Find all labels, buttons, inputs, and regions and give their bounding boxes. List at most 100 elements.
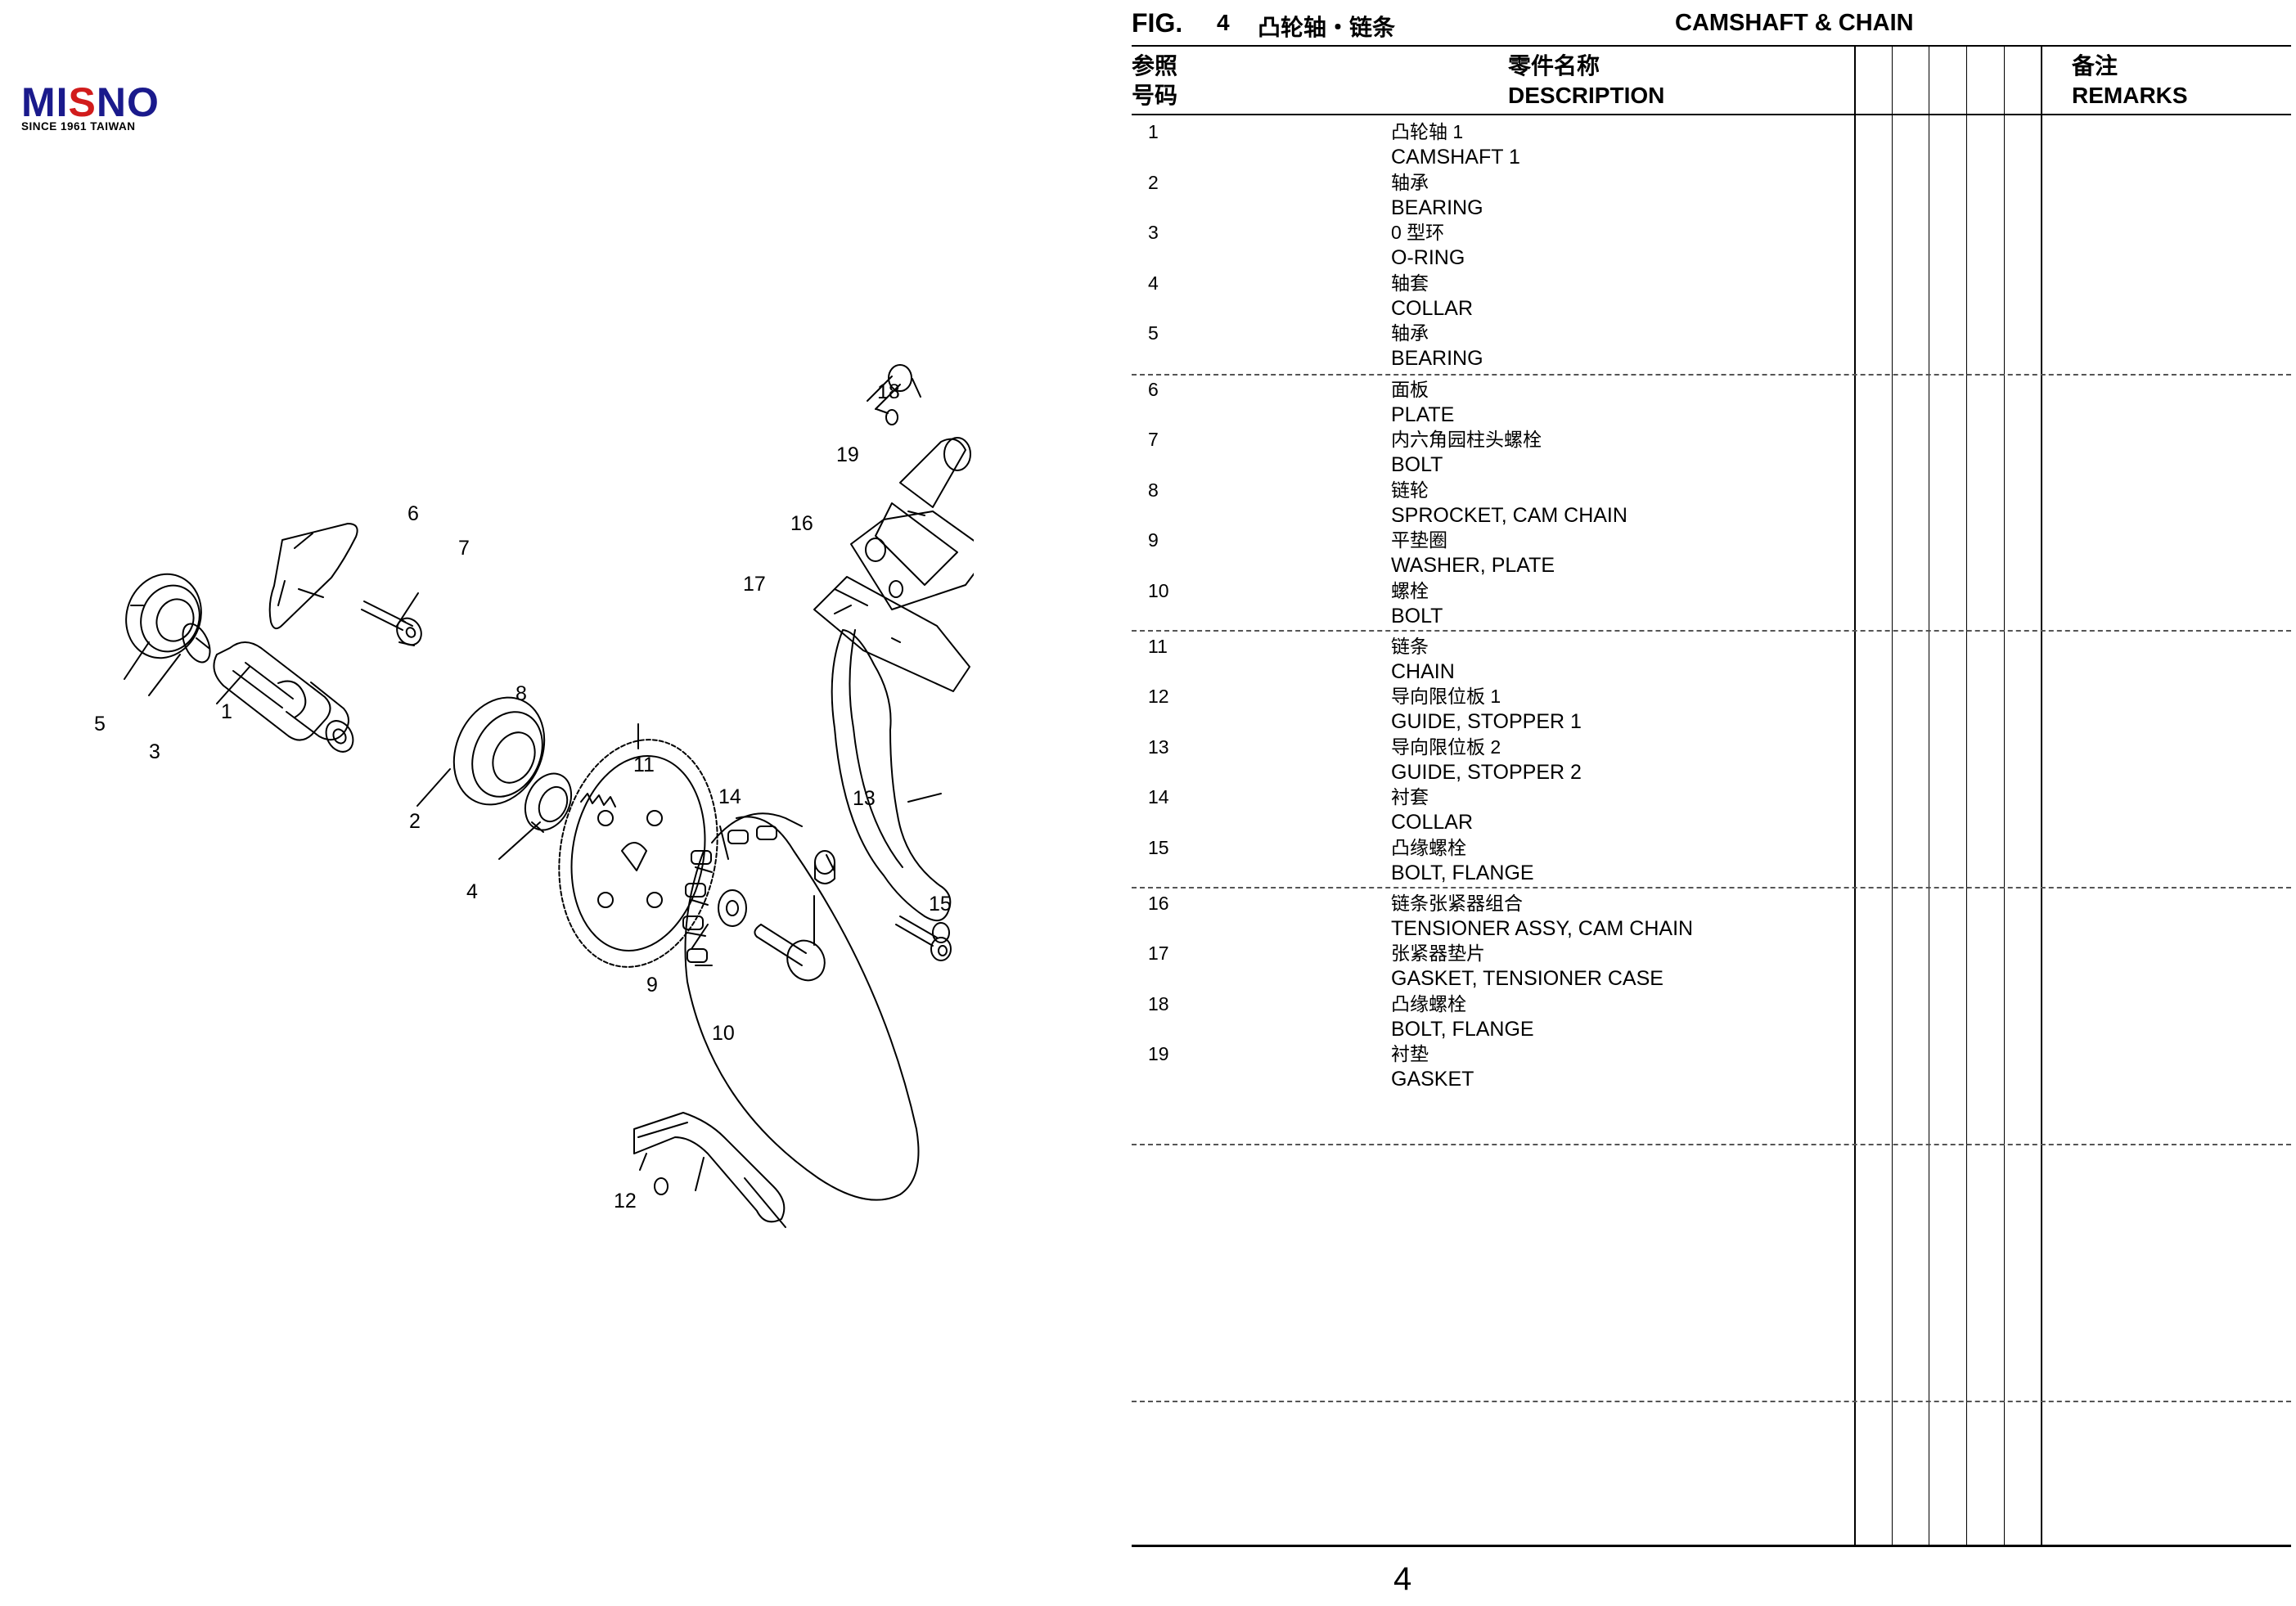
description-en: GUIDE, STOPPER 1 bbox=[1391, 710, 1582, 733]
description-cn: 凸轮轴 1 bbox=[1391, 121, 1464, 142]
ref-number: 2 bbox=[1148, 172, 1159, 193]
callout-15: 15 bbox=[929, 893, 952, 915]
column-divider bbox=[1892, 45, 1893, 1546]
description-en: BOLT, FLANGE bbox=[1391, 1018, 1534, 1041]
description-en: BOLT, FLANGE bbox=[1391, 861, 1534, 884]
table-row: 7 内六角园柱头螺栓 BOLT bbox=[1132, 427, 2291, 478]
description-cn: 凸缘螺栓 bbox=[1391, 993, 1466, 1014]
part-camshaft-1 bbox=[213, 641, 354, 753]
table-row: 1 凸轮轴 1 CAMSHAFT 1 bbox=[1132, 119, 2291, 170]
description-en: BEARING bbox=[1391, 196, 1483, 219]
ref-number: 4 bbox=[1148, 272, 1159, 294]
description-cn: 轴套 bbox=[1391, 272, 1429, 294]
exploded-parts-diagram: 1 2 3 4 5 6 7 8 9 10 11 12 13 14 15 16 1… bbox=[94, 364, 974, 1228]
description-en: SPROCKET, CAM CHAIN bbox=[1391, 504, 1627, 527]
col-ref-header: 参照 号码 bbox=[1132, 53, 1178, 108]
ref-number: 8 bbox=[1148, 479, 1159, 501]
col-description-header: 零件名称 DESCRIPTION bbox=[1508, 53, 1665, 108]
page-number: 4 bbox=[1393, 1561, 1412, 1597]
callout-12: 12 bbox=[614, 1190, 637, 1212]
description-cn: 链条 bbox=[1391, 636, 1429, 657]
callout-14: 14 bbox=[718, 785, 741, 808]
description-en: BOLT bbox=[1391, 605, 1443, 628]
table-bottom-rule bbox=[1132, 1545, 2291, 1547]
callout-3: 3 bbox=[149, 740, 160, 763]
description-en: COLLAR bbox=[1391, 297, 1474, 320]
part-bolt-15 bbox=[895, 915, 952, 961]
callout-9: 9 bbox=[646, 974, 658, 996]
ref-number: 18 bbox=[1148, 993, 1169, 1014]
part-washer-9 bbox=[718, 889, 747, 927]
column-divider bbox=[2004, 45, 2005, 1546]
logo-tagline: SINCE 1961 TAIWAN bbox=[21, 120, 136, 133]
ref-number: 10 bbox=[1148, 580, 1169, 601]
table-row: 5 轴承 BEARING bbox=[1132, 321, 2291, 371]
ref-number: 19 bbox=[1148, 1043, 1169, 1064]
callout-13: 13 bbox=[853, 787, 876, 810]
fig-number: 4 bbox=[1217, 10, 1230, 35]
description-cn: 张紧器垫片 bbox=[1391, 942, 1485, 964]
table-row: 9 平垫圈 WASHER, PLATE bbox=[1132, 528, 2291, 578]
description-cn: 平垫圈 bbox=[1391, 529, 1447, 551]
table-header-rule bbox=[1132, 114, 2291, 115]
description-en: CAMSHAFT 1 bbox=[1391, 146, 1520, 169]
description-cn: 凸缘螺栓 bbox=[1391, 837, 1466, 858]
callout-2: 2 bbox=[409, 810, 421, 833]
ref-number: 1 bbox=[1148, 121, 1159, 142]
part-plate-6 bbox=[268, 523, 358, 630]
description-en: WASHER, PLATE bbox=[1391, 554, 1555, 577]
table-row: 12 导向限位板 1 GUIDE, STOPPER 1 bbox=[1132, 684, 2291, 735]
description-cn: 0 型环 bbox=[1391, 222, 1445, 243]
callout-16: 16 bbox=[790, 512, 813, 535]
description-en: COLLAR bbox=[1391, 811, 1474, 834]
description-en: GUIDE, STOPPER 2 bbox=[1391, 761, 1582, 784]
table-row: 10 螺栓 BOLT bbox=[1132, 578, 2291, 629]
group-separator bbox=[1132, 1401, 2291, 1402]
description-en: TENSIONER ASSY, CAM CHAIN bbox=[1391, 917, 1694, 940]
table-top-rule bbox=[1132, 45, 2291, 47]
table-row: 3 0 型环 O-RING bbox=[1132, 220, 2291, 271]
description-cn: 内六角园柱头螺栓 bbox=[1391, 429, 1542, 450]
table-row: 6 面板 PLATE bbox=[1132, 377, 2291, 428]
description-cn: 螺栓 bbox=[1391, 580, 1429, 601]
ref-number: 16 bbox=[1148, 893, 1169, 914]
description-en: CHAIN bbox=[1391, 660, 1455, 683]
description-en: GASKET bbox=[1391, 1068, 1474, 1091]
group-separator bbox=[1132, 887, 2291, 888]
ref-number: 13 bbox=[1148, 736, 1169, 758]
callout-11: 11 bbox=[633, 754, 655, 776]
callout-4: 4 bbox=[466, 880, 478, 903]
description-cn: 导向限位板 1 bbox=[1391, 686, 1501, 707]
description-cn: 衬垫 bbox=[1391, 1043, 1429, 1064]
table-row: 15 凸缘螺栓 BOLT, FLANGE bbox=[1132, 835, 2291, 886]
callout-8: 8 bbox=[515, 682, 527, 705]
logo-wordmark: MISNO bbox=[21, 79, 160, 125]
ref-number: 14 bbox=[1148, 786, 1169, 807]
description-cn: 轴承 bbox=[1391, 322, 1429, 344]
part-bolt-7 bbox=[361, 601, 422, 646]
table-row: 13 导向限位板 2 GUIDE, STOPPER 2 bbox=[1132, 735, 2291, 785]
description-cn: 面板 bbox=[1391, 379, 1429, 400]
column-divider bbox=[1854, 45, 1856, 1546]
part-collar-4 bbox=[524, 772, 573, 833]
ref-number: 12 bbox=[1148, 686, 1169, 707]
description-cn: 链条张紧器组合 bbox=[1391, 893, 1523, 914]
table-row: 16 链条张紧器组合 TENSIONER ASSY, CAM CHAIN bbox=[1132, 891, 2291, 942]
group-separator bbox=[1132, 374, 2291, 376]
column-divider bbox=[1966, 45, 1967, 1546]
description-en: O-RING bbox=[1391, 246, 1465, 269]
description-en: BEARING bbox=[1391, 347, 1483, 370]
part-chain-11 bbox=[682, 812, 920, 1201]
column-divider bbox=[2041, 45, 2042, 1546]
callout-17: 17 bbox=[743, 573, 766, 596]
table-row: 4 轴套 COLLAR bbox=[1132, 271, 2291, 322]
figure-title-bar: FIG. 4 凸轮轴・链条 CAMSHAFT & CHAIN bbox=[1132, 7, 2291, 40]
part-bearing-5 bbox=[125, 573, 209, 659]
table-row: 17 张紧器垫片 GASKET, TENSIONER CASE bbox=[1132, 941, 2291, 992]
callout-19: 19 bbox=[836, 443, 859, 466]
part-bearing-2 bbox=[452, 696, 546, 806]
part-gasket-17 bbox=[813, 576, 970, 692]
part-gasket-19 bbox=[885, 409, 898, 425]
col-remarks-header: 备注 REMARKS bbox=[2072, 53, 2188, 108]
callout-1: 1 bbox=[221, 700, 232, 723]
